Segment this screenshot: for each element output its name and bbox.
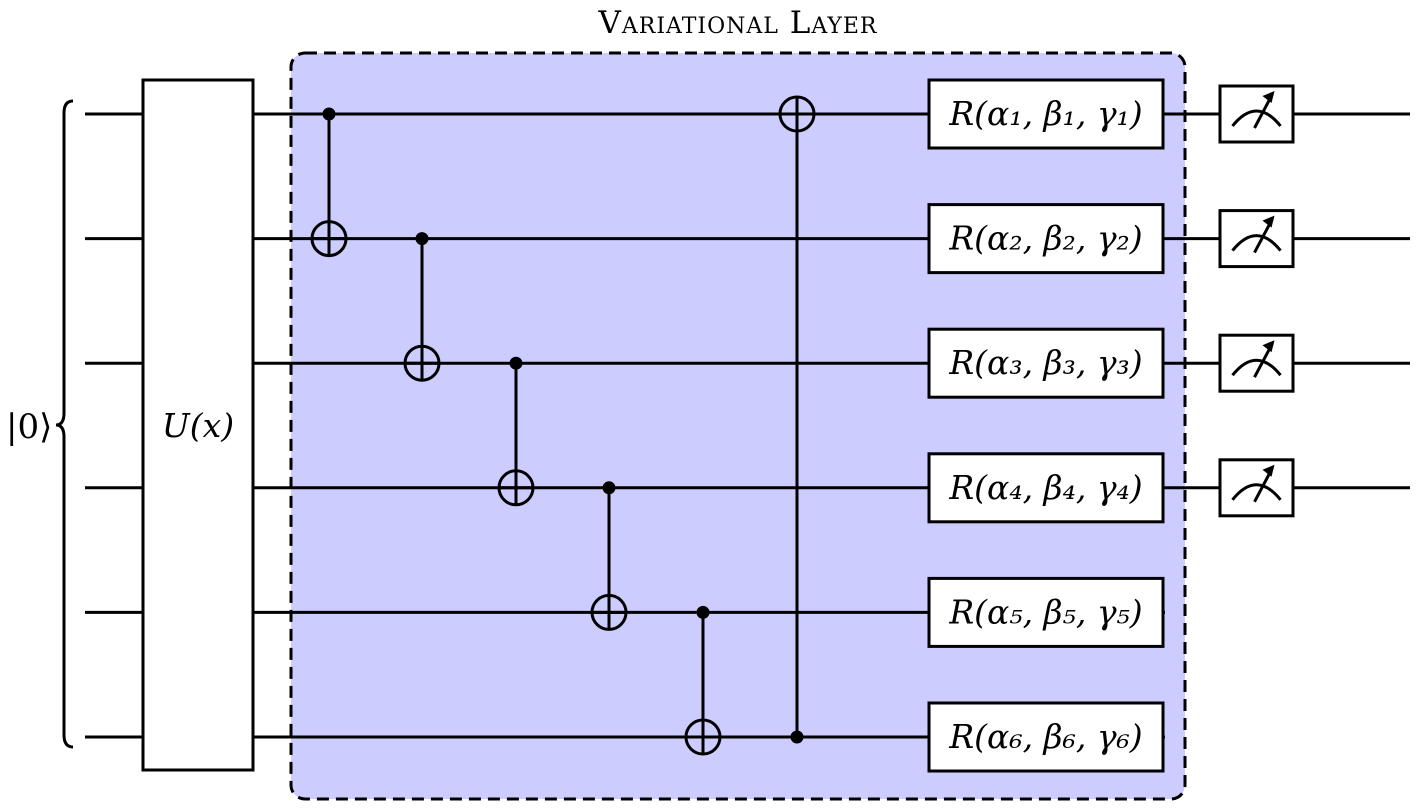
measurement-box: [1218, 209, 1295, 269]
rotation-gate-1: R(α₁, β₁, γ₁): [927, 78, 1165, 150]
rotation-gate-box: [927, 701, 1165, 773]
cnot-gate-1: [310, 107, 348, 258]
meter-arc-icon: [1231, 109, 1282, 127]
measurement-box: [1218, 84, 1295, 144]
rotation-gate-label: R(α₂, β₂, γ₂): [948, 219, 1142, 258]
rotation-gate-box: [927, 576, 1165, 648]
cnot-control-dot: [696, 605, 710, 619]
measurement-box: [1218, 333, 1295, 393]
cnot-control-dot: [415, 232, 429, 246]
rotation-gate-label: R(α₁, β₁, γ₁): [948, 94, 1142, 133]
meter-arc-icon: [1231, 358, 1282, 377]
rotation-gate-3: R(α₃, β₃, γ₃): [927, 327, 1165, 399]
rotation-gate-box: [927, 452, 1165, 524]
rotation-gate-5: R(α₅, β₅, γ₅): [927, 576, 1165, 648]
input-state-label: |0⟩: [6, 407, 52, 447]
rotation-gate-label: R(α₆, β₆, γ₆): [948, 717, 1142, 756]
cnot-gates: [310, 95, 816, 756]
measurement-gate-4: [1218, 458, 1295, 518]
rotation-gate-label: R(α₅, β₅, γ₅): [948, 592, 1142, 631]
measurement-gate-3: [1218, 333, 1295, 393]
cnot-gate-4: [590, 481, 628, 631]
input-brace: [55, 99, 74, 749]
meter-needle-tip-icon: [1262, 464, 1275, 477]
cnot-gate-5: [684, 605, 722, 756]
meter-arc-icon: [1231, 234, 1282, 252]
rotation-gate-2: R(α₂, β₂, γ₂): [927, 203, 1165, 275]
measurement-gates: [1218, 84, 1295, 518]
rotation-gate-label: R(α₃, β₃, γ₃): [948, 343, 1142, 382]
cnot-control-dot: [790, 730, 804, 744]
encoding-gate-box: [141, 78, 255, 772]
measurement-box: [1218, 458, 1295, 518]
rotation-gate-box: [927, 327, 1165, 399]
encoding-gate-label: U(x): [162, 406, 234, 445]
variational-layer-region: [289, 51, 1187, 801]
cnot-gate-3: [497, 356, 535, 507]
cnot-control-dot: [602, 481, 616, 495]
rotation-gate-4: R(α₄, β₄, γ₄): [927, 452, 1165, 524]
cnot-gate-6: [778, 95, 816, 744]
rotation-gate-box: [927, 78, 1165, 150]
meter-needle-tip-icon: [1262, 91, 1275, 103]
measurement-gate-1: [1218, 84, 1295, 144]
rotation-gate-label: R(α₄, β₄, γ₄): [948, 468, 1142, 507]
variational-layer-title: Variational Layer: [598, 5, 878, 41]
meter-arc-icon: [1231, 483, 1282, 501]
meter-needle-tip-icon: [1262, 215, 1275, 228]
measurement-gate-2: [1218, 209, 1295, 269]
rotation-gates: R(α₁, β₁, γ₁) R(α₂, β₂, γ₂) R(α₃, β₃, γ₃) R…: [927, 78, 1165, 773]
cnot-gate-2: [403, 232, 441, 382]
rotation-gate-6: R(α₆, β₆, γ₆): [927, 701, 1165, 773]
cnot-control-dot: [322, 107, 336, 121]
meter-needle-tip-icon: [1262, 340, 1275, 353]
cnot-control-dot: [509, 356, 523, 370]
rotation-gate-box: [927, 203, 1165, 275]
